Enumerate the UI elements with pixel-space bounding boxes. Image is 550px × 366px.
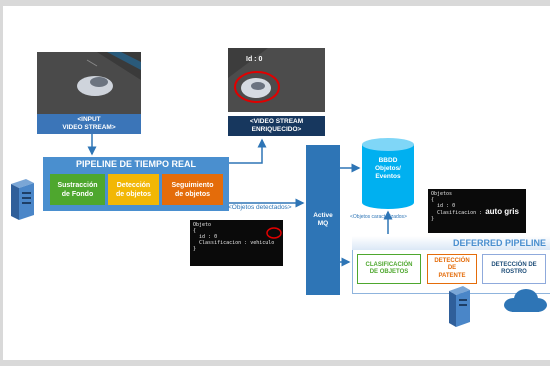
realtime-object-json: Objeto { id : 0 Classificacion : vehicul… <box>190 220 283 266</box>
deferred-json-suffix: } <box>431 216 435 222</box>
red-scribble-icon <box>266 227 282 239</box>
enriched-video-thumbnail: Id : 0 <box>228 48 325 112</box>
enriched-scene-image <box>228 48 325 112</box>
deferred-pipeline-title: DEFERRED PIPELINE <box>452 238 546 248</box>
object-id-overlay: Id : 0 <box>246 56 263 63</box>
database-cylinder <box>362 144 414 202</box>
edge-label-objects-characterized: <Objetos caracterizados> <box>350 214 407 220</box>
stage-object-detection: Detección de objetos <box>108 174 159 205</box>
edge-label-objects-detected: <Objetos detectados> <box>228 204 292 211</box>
active-mq-bus: Active MQ <box>306 145 340 295</box>
database-cylinder-top <box>362 138 414 151</box>
deferred-pipeline-header-band <box>352 236 550 250</box>
realtime-pipeline-title: PIPELINE DE TIEMPO REAL <box>75 159 196 169</box>
input-video-thumbnail <box>37 52 141 114</box>
stage-plate-detection: DETECCIÓN DE PATENTE <box>427 254 477 284</box>
arrow-pipeline-to-enriched <box>229 138 267 164</box>
server-icon <box>449 286 470 327</box>
server-icon <box>11 179 34 220</box>
stage-background-subtraction: Sustracción de Fondo <box>50 174 105 205</box>
deferred-json-prefix: Objetos { id : 0 Clasificacion : <box>431 191 483 216</box>
deferred-json-value: auto gris <box>485 207 519 216</box>
database-label: BBDD Objetos/ Eventos <box>374 157 401 180</box>
enriched-stream-caption: <VIDEO STREAM ENRIQUECIDO> <box>228 116 325 136</box>
input-stream-caption: <INPUT VIDEO STREAM> <box>37 114 141 134</box>
stage-object-classification: CLASIFICACIÓN DE OBJETOS <box>357 254 421 284</box>
cloud-icon <box>504 289 547 312</box>
top-border <box>0 0 550 6</box>
stage-object-tracking: Seguimiento de objetos <box>162 174 223 205</box>
database-cylinder-base <box>362 196 414 209</box>
stage-face-detection: DETECCIÓN DE ROSTRO <box>482 254 546 284</box>
left-border <box>0 0 3 366</box>
road-scene-image <box>37 52 141 114</box>
deferred-object-json: Objetos { id : 0 Clasificacion : auto gr… <box>428 189 526 233</box>
tracking-circle <box>234 71 280 103</box>
bottom-border <box>0 360 550 366</box>
